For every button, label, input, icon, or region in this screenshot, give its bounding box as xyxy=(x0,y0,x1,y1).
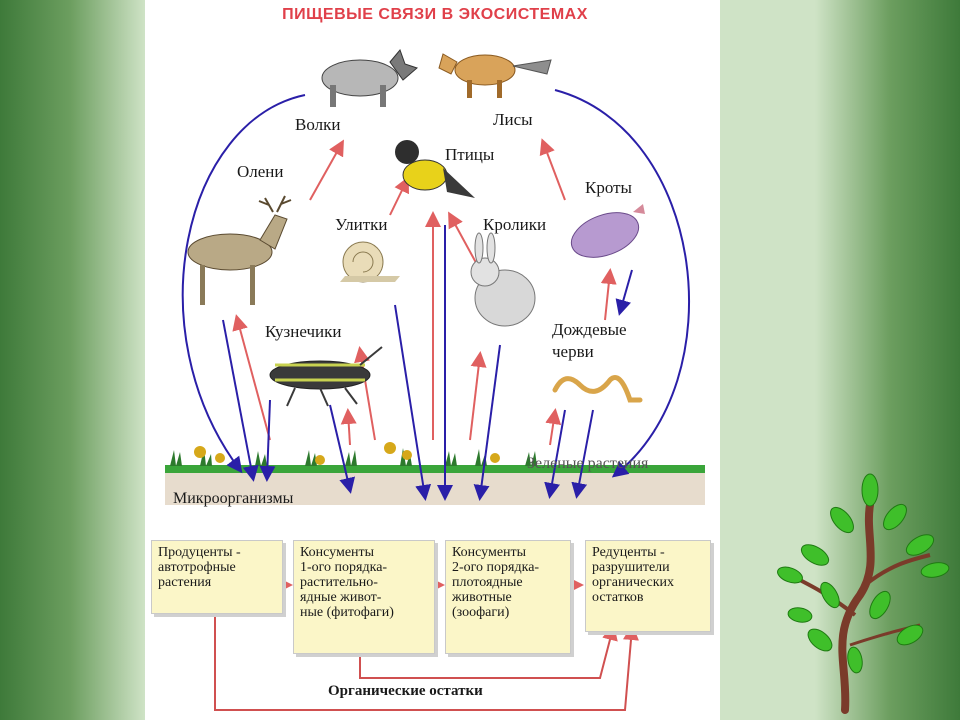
wolf-decay-arc xyxy=(181,94,306,474)
label-foxes: Лисы xyxy=(493,110,533,129)
rabbit-illustration xyxy=(470,232,536,327)
label-rabbits: Кролики xyxy=(483,215,547,234)
label-organic-remains: Органические остатки xyxy=(328,683,483,699)
fox-decay-arc xyxy=(554,89,691,478)
label-earthworms-2: черви xyxy=(552,342,594,361)
grass-tufts xyxy=(170,448,537,466)
label-deer: Олени xyxy=(237,162,284,181)
label-microorganisms: Микроорганизмы xyxy=(173,490,294,507)
bird-illustration xyxy=(395,140,475,198)
label-birds: Птицы xyxy=(445,145,495,164)
grass-strip xyxy=(165,465,705,473)
label-grasshoppers: Кузнечики xyxy=(265,322,342,341)
flowers xyxy=(194,442,500,465)
tree-decoration xyxy=(777,473,950,714)
label-green-plants: Зеленые растения xyxy=(527,455,649,472)
label-earthworms-1: Дождевые xyxy=(552,320,627,339)
snail-illustration xyxy=(340,241,400,283)
food-web-graphics xyxy=(165,49,705,711)
earthworm-illustration xyxy=(552,375,643,403)
label-wolves: Волки xyxy=(295,115,341,134)
fox-illustration xyxy=(438,53,552,98)
grasshopper-illustration xyxy=(269,346,383,407)
label-moles: Кроты xyxy=(585,178,632,197)
diagram-title: ПИЩЕВЫЕ СВЯЗИ В ЭКОСИСТЕМАХ xyxy=(282,6,588,23)
mole-illustration xyxy=(570,204,645,258)
wolf-illustration xyxy=(321,49,418,107)
deer-illustration xyxy=(187,195,292,305)
label-snails: Улитки xyxy=(335,215,388,234)
diagram-panel: ПИЩЕВЫЕ СВЯЗИ В ЭКОСИСТЕМАХ xyxy=(145,0,720,720)
